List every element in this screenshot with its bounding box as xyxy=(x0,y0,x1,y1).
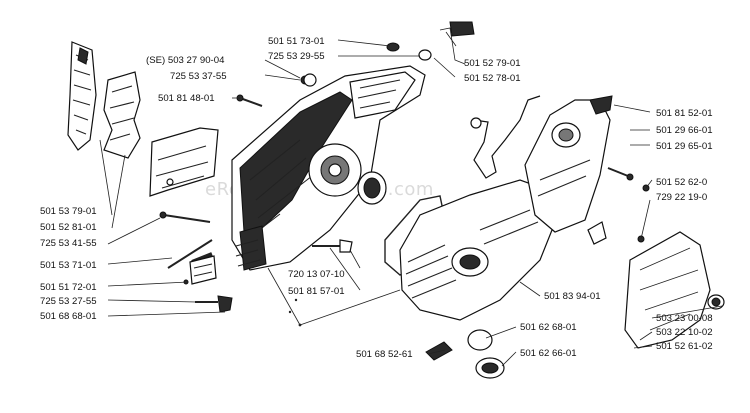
label-503221002: 503 22 10-02 xyxy=(656,327,713,338)
label-501815201: 501 81 52-01 xyxy=(656,108,713,119)
crankcase-upper-right xyxy=(524,95,613,233)
part-labels: 501 51 73-01 725 53 29-55 (SE) 503 27 90… xyxy=(40,36,713,360)
label-725532955: 725 53 29-55 xyxy=(268,51,325,62)
side-plate-right xyxy=(103,71,141,159)
label-501527901: 501 52 79-01 xyxy=(464,58,521,69)
leader-lines xyxy=(99,27,723,367)
label-501528101: 501 52 81-01 xyxy=(40,222,97,233)
label-501815701: 501 81 57-01 xyxy=(288,286,345,297)
label-501296601: 501 29 66-01 xyxy=(656,125,713,136)
label-501517301: 501 51 73-01 xyxy=(268,36,325,47)
label-503230008: 503 23 00-08 xyxy=(656,313,713,324)
label-501839401: 501 83 94-01 xyxy=(544,291,601,302)
label-501537101: 501 53 71-01 xyxy=(40,260,97,271)
label-501517201: 501 51 72-01 xyxy=(40,282,97,293)
label-725532755: 725 53 27-55 xyxy=(40,296,97,307)
label-501537901: 501 53 79-01 xyxy=(40,206,97,217)
label-501626801: 501 62 68-01 xyxy=(520,322,577,333)
cylinder-housing xyxy=(399,179,553,321)
bracket-small xyxy=(473,95,607,245)
label-501685261: 501 68 52-61 xyxy=(356,349,413,360)
label-725534155: 725 53 41-55 xyxy=(40,238,97,249)
label-725533755: 725 53 37-55 xyxy=(170,71,227,82)
label-501526102: 501 52 61-02 xyxy=(656,341,713,352)
clutch-drum xyxy=(357,171,387,205)
label-720130710: 720 13 07-10 xyxy=(288,269,345,280)
spacer-block xyxy=(183,255,217,285)
crankcase-main xyxy=(231,65,426,271)
buffer-top xyxy=(386,21,475,61)
label-501814801: 501 81 48-01 xyxy=(158,93,215,104)
label-50152620: 501 52 62-0 xyxy=(656,177,707,188)
label-501626601: 501 62 66-01 xyxy=(520,348,577,359)
side-plate-left xyxy=(67,41,97,151)
label-se503279004: (SE) 503 27 90-04 xyxy=(146,55,225,66)
label-501296501: 501 29 65-01 xyxy=(656,141,713,152)
label-501686801: 501 68 68-01 xyxy=(40,311,97,322)
chain-guide-plate xyxy=(149,127,219,197)
cap-parts xyxy=(425,329,505,379)
label-501527801: 501 52 78-01 xyxy=(464,73,521,84)
label-72922190: 729 22 19-0 xyxy=(656,192,707,203)
starter-cover xyxy=(624,231,725,349)
